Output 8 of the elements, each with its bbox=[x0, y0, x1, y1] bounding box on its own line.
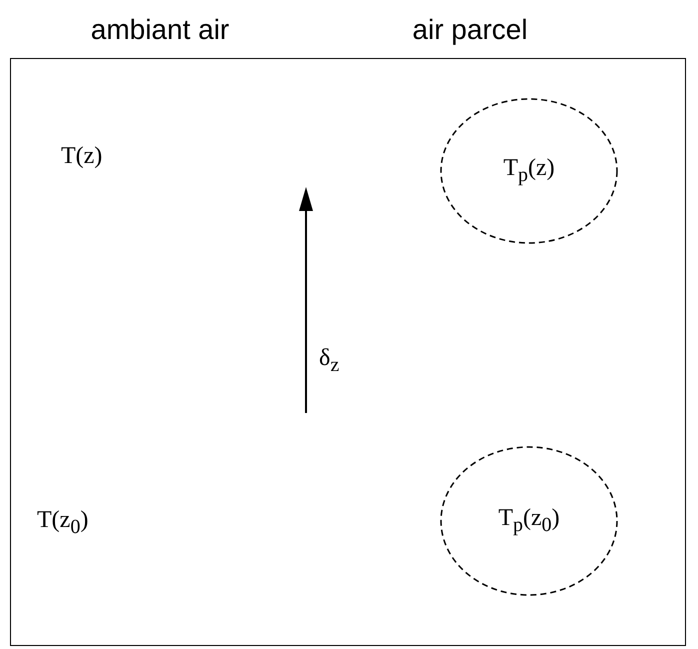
temperature-label: T(z) bbox=[61, 143, 102, 170]
frame-box bbox=[10, 58, 686, 646]
height-step-label: δ$_{z}$ bbox=[319, 345, 340, 377]
temperature-label: T$_{p}$(z$_{0}$) bbox=[498, 505, 560, 537]
column-heading: ambiant air bbox=[90, 14, 230, 46]
column-heading: air parcel bbox=[412, 14, 528, 46]
temperature-label: T(z$_{0}$) bbox=[37, 507, 88, 539]
temperature-label: T$_{p}$(z) bbox=[503, 155, 555, 187]
